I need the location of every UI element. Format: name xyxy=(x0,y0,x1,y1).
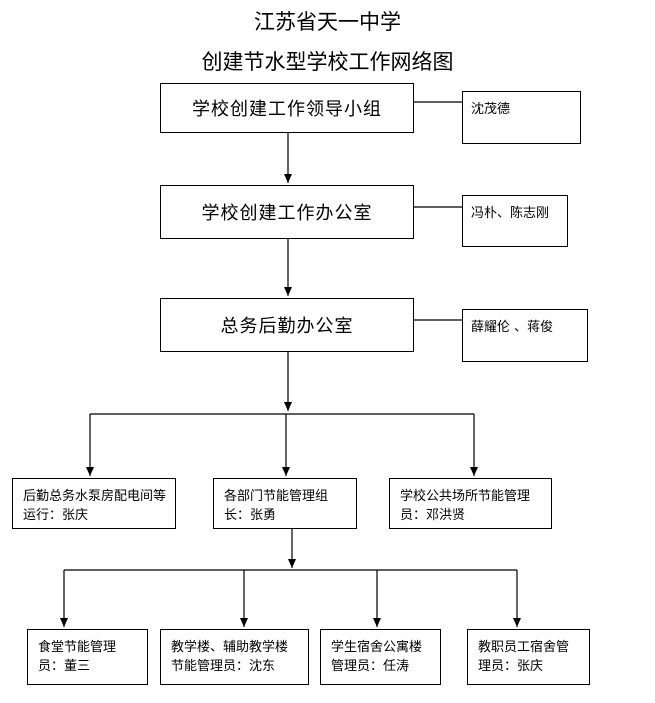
sub-box-teaching-building: 教学楼、辅助教学楼节能管理员：沈东 xyxy=(160,629,309,685)
chart-title: 创建节水型学校工作网络图 xyxy=(201,50,454,74)
branch-box-pump-room: 后勤总务水泵房配电间等运行：张庆 xyxy=(12,478,176,529)
logistics-office-box: 总务后勤办公室 xyxy=(160,298,414,352)
branch-label: 各部门节能管理组长：张勇 xyxy=(224,489,329,523)
sub-box-staff-dorm: 教职员工宿舍管理员：张庆 xyxy=(467,629,590,685)
creation-office-label: 学校创建工作办公室 xyxy=(201,203,373,224)
sub-box-canteen: 食堂节能管理员：董三 xyxy=(27,629,148,685)
school-name: 江苏省天一中学 xyxy=(254,10,401,34)
logistics-office-label: 总务后勤办公室 xyxy=(220,316,354,337)
branch-label: 后勤总务水泵房配电间等运行：张庆 xyxy=(23,489,167,523)
logistics-office-members: 薛耀伦 、蒋俊 xyxy=(471,320,554,335)
sub-branch-label: 学生宿舍公寓楼管理员：任涛 xyxy=(331,640,423,674)
leader-group-label: 学校创建工作领导小组 xyxy=(192,99,382,120)
creation-office-members-box: 冯朴、陈志刚 xyxy=(462,195,568,247)
sub-branch-label: 教职员工宿舍管理员：张庆 xyxy=(478,640,570,674)
branch-box-department: 各部门节能管理组长：张勇 xyxy=(213,478,357,529)
sub-branch-label: 教学楼、辅助教学楼节能管理员：沈东 xyxy=(171,640,289,674)
creation-office-box: 学校创建工作办公室 xyxy=(160,185,414,239)
leader-group-members: 沈茂德 xyxy=(471,102,511,117)
branch-box-public-area: 学校公共场所节能管理员：邓洪贤 xyxy=(389,478,552,529)
logistics-office-members-box: 薛耀伦 、蒋俊 xyxy=(462,309,588,362)
leader-group-box: 学校创建工作领导小组 xyxy=(160,83,414,133)
sub-box-student-dorm: 学生宿舍公寓楼管理员：任涛 xyxy=(320,629,441,685)
leader-group-members-box: 沈茂德 xyxy=(462,91,581,144)
branch-label: 学校公共场所节能管理员：邓洪贤 xyxy=(400,489,531,523)
creation-office-members: 冯朴、陈志刚 xyxy=(471,206,550,221)
sub-branch-label: 食堂节能管理员：董三 xyxy=(38,640,117,674)
